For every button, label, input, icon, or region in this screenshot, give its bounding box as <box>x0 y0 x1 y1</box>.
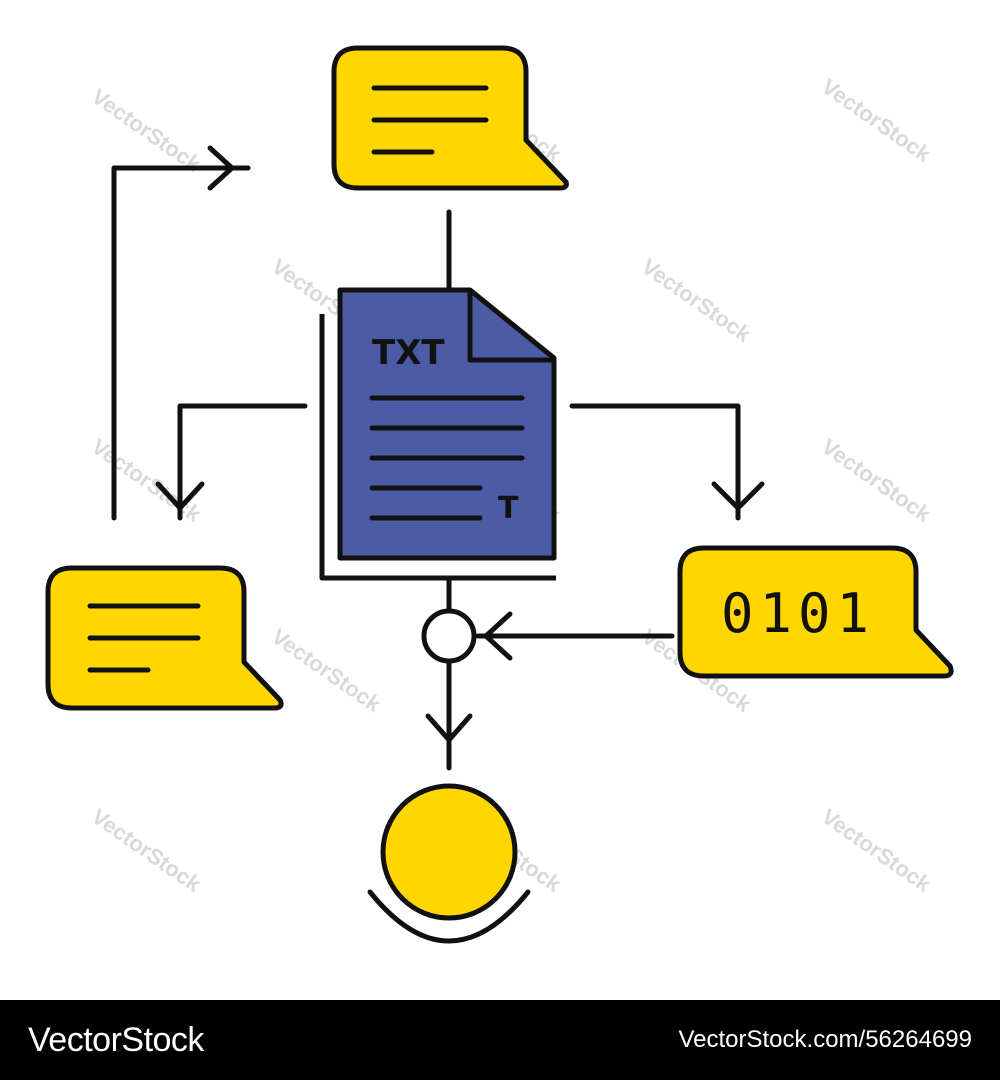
stock-image-id: VectorStock.com/56264699 <box>678 1026 972 1053</box>
text-cursor-glyph: T <box>498 491 519 526</box>
text-lines-icon <box>87 603 201 673</box>
text-document-icon: TXT T <box>319 287 557 581</box>
watermark-text: VectorStock <box>87 84 206 178</box>
user-head-circle <box>380 783 518 921</box>
arrowhead-right-icon <box>207 145 235 191</box>
arrowhead-down-icon <box>711 481 765 511</box>
watermark-text: VectorStock <box>87 804 206 898</box>
watermark-text: VectorStock <box>817 434 936 528</box>
speech-bubble-icon-left <box>45 565 284 711</box>
arrowhead-left-icon <box>483 611 513 661</box>
document-shadow-outline <box>319 314 556 581</box>
arrowhead-down-icon <box>155 481 205 511</box>
watermark-text: VectorStock <box>267 624 386 718</box>
file-type-label: TXT <box>372 333 445 373</box>
arrowhead-down-icon <box>425 713 473 743</box>
document-text-lines <box>369 395 525 521</box>
binary-text: 0101 <box>721 582 875 645</box>
binary-code-icon: 0101 <box>677 545 954 679</box>
speech-bubble-shape <box>677 545 954 679</box>
speech-bubble-icon-top <box>331 45 569 191</box>
connector-left-loop <box>111 165 251 521</box>
watermark-text: VectorStock <box>817 74 936 168</box>
document-page <box>337 287 557 561</box>
user-icon <box>367 783 531 944</box>
stock-brand-logo: VectorStock <box>28 1020 204 1059</box>
junction-node-icon <box>421 608 477 664</box>
connector-document-to-left <box>177 403 308 521</box>
stock-footer-bar: VectorStock VectorStock.com/56264699 <box>0 1000 1000 1080</box>
connectors <box>111 145 765 771</box>
watermark-text: VectorStock <box>637 254 756 348</box>
watermark-text: VectorStock <box>87 434 206 528</box>
watermark-text: VectorStock <box>817 804 936 898</box>
document-folded-corner <box>467 290 554 363</box>
text-to-binary-flow-diagram: VectorStock VectorStock VectorStock Vect… <box>45 45 954 944</box>
user-base-arc <box>367 889 531 944</box>
connector-document-to-binary <box>569 403 741 521</box>
text-lines-icon <box>371 85 489 155</box>
